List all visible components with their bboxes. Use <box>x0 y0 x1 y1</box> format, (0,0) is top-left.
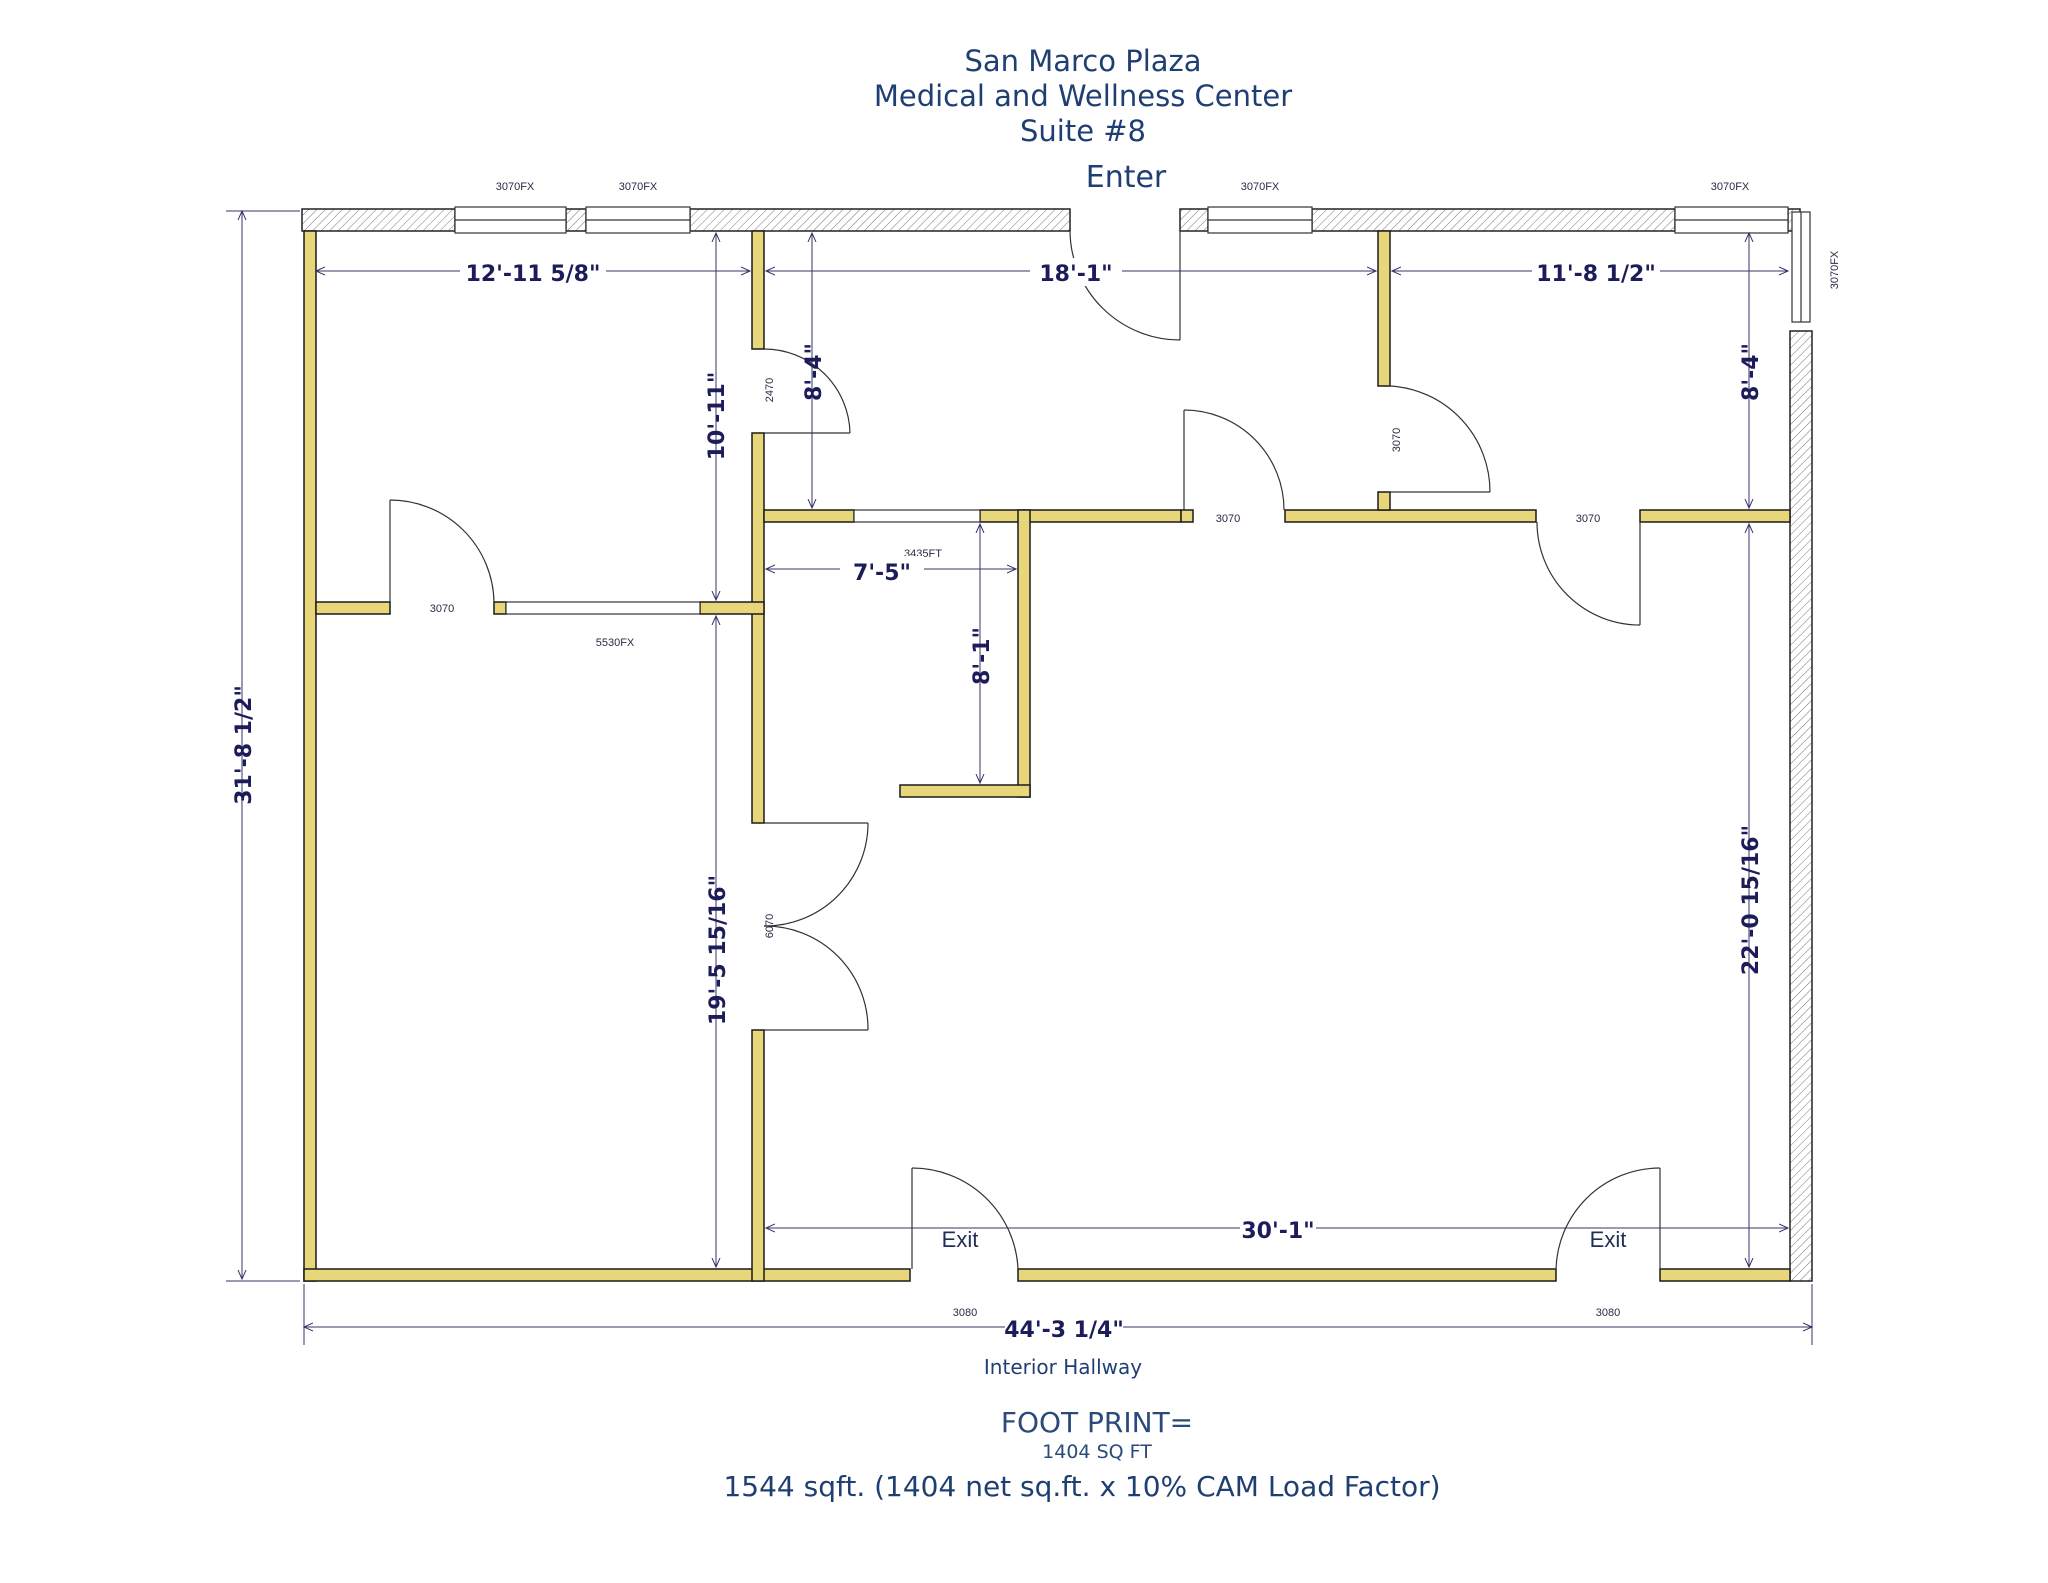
window-label: 3070FX <box>1711 181 1750 193</box>
dim-top-mid: 18'-1" <box>1039 262 1112 287</box>
top-windows <box>454 206 1789 234</box>
interior-window <box>853 509 981 523</box>
exit-label-left: Exit <box>942 1227 979 1252</box>
window-label: 3070FX <box>619 181 658 193</box>
door-label: 3070 <box>430 603 454 615</box>
dimension-labels: 12'-11 5/8" 18'-1" 11'-8 1/2" 10'-11" 8'… <box>232 258 1764 1343</box>
footprint-summary: 1544 sqft. (1404 net sq.ft. x 10% CAM Lo… <box>723 1470 1440 1503</box>
dim-office-height-right: 8'-4" <box>1739 343 1764 401</box>
door-label: 3070 <box>1216 513 1240 525</box>
door-label: 2470 <box>764 378 776 402</box>
interior-window <box>505 601 701 615</box>
exterior-wall-right <box>1789 330 1813 1282</box>
enter-label: Enter <box>1086 160 1167 195</box>
doors <box>389 230 1661 1270</box>
dim-top-left: 12'-11 5/8" <box>466 262 601 287</box>
door-label: 3070 <box>1576 513 1600 525</box>
exterior-walls <box>303 230 1791 1282</box>
door-label: 6070 <box>764 914 776 938</box>
dim-closet-height: 8'-1" <box>970 627 995 685</box>
door-label: 3080 <box>1596 1307 1620 1319</box>
dim-top-right: 11'-8 1/2" <box>1536 262 1656 287</box>
window-label: 3070FX <box>1241 181 1280 193</box>
title-line3: Suite #8 <box>1020 114 1146 148</box>
dim-overall-width: 44'-3 1/4" <box>1004 1318 1124 1343</box>
dim-left-room-height: 10'-11" <box>705 372 730 461</box>
dim-closet-width: 7'-5" <box>853 561 911 586</box>
dimension-lines <box>226 211 1812 1345</box>
dim-bottom-inner: 30'-1" <box>1241 1219 1314 1244</box>
title-line2: Medical and Wellness Center <box>874 79 1292 113</box>
window-label: 3070FX <box>1829 250 1841 289</box>
door-label: 3080 <box>953 1307 977 1319</box>
footprint-heading: FOOT PRINT= <box>1001 1406 1193 1439</box>
hallway-label: Interior Hallway <box>984 1355 1142 1379</box>
footprint-net: 1404 SQ FT <box>1042 1441 1152 1463</box>
title-line1: San Marco Plaza <box>964 44 1201 78</box>
window-label: 3070FX <box>496 181 535 193</box>
exit-label-right: Exit <box>1590 1227 1627 1252</box>
door-label: 3070 <box>1391 428 1403 452</box>
dim-overall-height: 31'-8 1/2" <box>232 685 257 805</box>
dim-lower-left-height: 19'-5 15/16" <box>706 875 731 1025</box>
dim-right-height: 22'-0 15/16" <box>1739 825 1764 975</box>
window-label: 5530FX <box>596 637 635 649</box>
interior-walls <box>315 230 1791 1282</box>
dim-office-height-mid: 8'-4" <box>802 343 827 401</box>
